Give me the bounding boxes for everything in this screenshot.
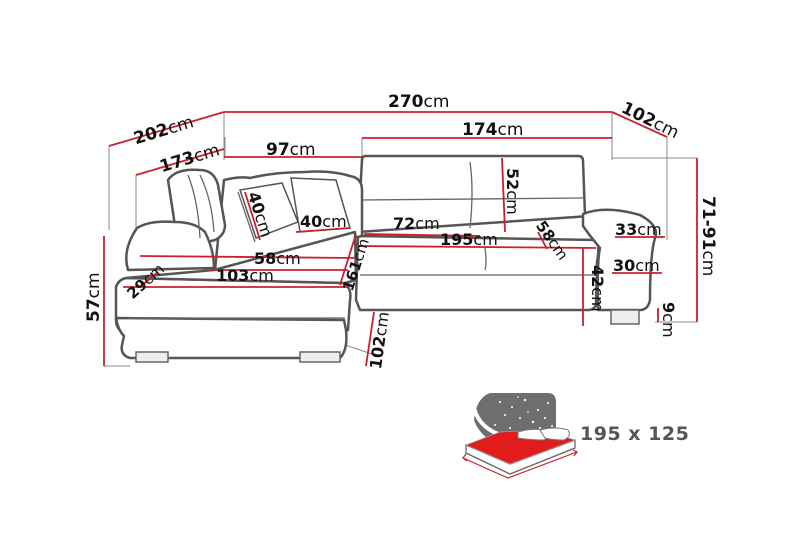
label-seat-length: 195cm xyxy=(440,230,498,249)
label-armrest-width: 30cm xyxy=(613,256,660,275)
dimension-lines xyxy=(103,111,698,367)
label-seat-width: 72cm xyxy=(393,214,440,233)
stars xyxy=(494,396,553,429)
label-left-height: 57cm xyxy=(84,272,104,322)
label-seat-height: 42cm xyxy=(588,265,607,312)
label-backrest-height: 52cm xyxy=(503,168,522,215)
label-back-width-left: 97cm xyxy=(266,140,316,160)
stitch-lines xyxy=(128,161,596,319)
label-seat-depth-left: 58cm xyxy=(254,249,301,268)
label-armrest-top: 33cm xyxy=(615,220,662,239)
sofa-legs xyxy=(135,309,640,363)
label-back-width-right: 174cm xyxy=(462,120,524,140)
label-total-width: 270cm xyxy=(388,92,450,112)
bed-night-icon xyxy=(462,393,578,479)
label-leg-height: 9cm xyxy=(659,302,678,338)
sofa-outline xyxy=(114,154,658,360)
extension-lines xyxy=(104,112,697,367)
label-pillow-width: 40cm xyxy=(300,212,347,231)
label-chaise-length: 103cm xyxy=(216,266,274,285)
label-height-range: 71-91cm xyxy=(698,196,718,277)
sleeping-area-label: 195 x 125 xyxy=(580,423,690,445)
